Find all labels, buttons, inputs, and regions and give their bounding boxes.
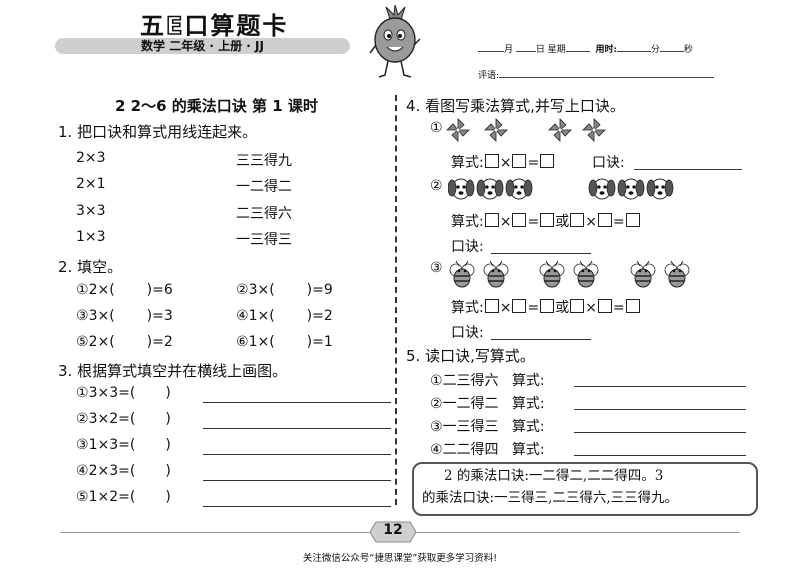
q2-item-4[interactable]: ④1×()=2 bbox=[236, 308, 333, 324]
q4-part1-kou-line[interactable] bbox=[634, 169, 742, 170]
pinwheel-icon-row bbox=[446, 118, 606, 142]
q3-draw-line-1[interactable] bbox=[203, 402, 391, 403]
q1-left-3[interactable]: 1×3 bbox=[76, 229, 106, 245]
q5-item-4: ④二二得四 算式: bbox=[430, 442, 545, 458]
q1-left-1[interactable]: 2×1 bbox=[76, 176, 106, 192]
tip-line-2: 的乘法口诀:一三得三,二三得六,三三得九。 bbox=[422, 490, 679, 506]
q4-part2-formula[interactable]: 算式:×=或×= bbox=[451, 211, 641, 231]
q5-item-2: ②一二得二 算式: bbox=[430, 396, 545, 412]
q2-item-2[interactable]: ②3×()=9 bbox=[236, 282, 333, 298]
subject-banner: 数学 二年级 · 上册 · JJ bbox=[55, 38, 350, 54]
q4-title: 4. 看图写乘法算式,并写上口诀。 bbox=[406, 97, 625, 115]
q2-item-6[interactable]: ⑥1×()=1 bbox=[236, 334, 333, 350]
q5-answer-line-1[interactable] bbox=[574, 386, 746, 387]
weekday-blank[interactable] bbox=[565, 42, 590, 52]
q4-part3-formula[interactable]: 算式:×=或×= bbox=[451, 297, 641, 317]
q5-answer-line-3[interactable] bbox=[574, 432, 746, 433]
q1-left-0[interactable]: 2×3 bbox=[76, 150, 106, 166]
q1-right-1[interactable]: 一二得二 bbox=[236, 179, 292, 195]
q3-draw-line-4[interactable] bbox=[203, 480, 391, 481]
q3-draw-line-2[interactable] bbox=[203, 428, 391, 429]
time-sec-blank[interactable] bbox=[659, 42, 684, 52]
bee-icon-row bbox=[449, 260, 690, 288]
q5-answer-line-4[interactable] bbox=[574, 455, 746, 456]
q4-part2-num: ② bbox=[430, 178, 443, 194]
q1-right-3[interactable]: 一三得三 bbox=[236, 232, 292, 248]
tip-line-1: 2 的乘法口诀:一二得二,二二得四。3 bbox=[444, 468, 664, 484]
lesson-title: 2 2～6 的乘法口诀 第 1 课时 bbox=[115, 97, 318, 115]
q2-title: 2. 填空。 bbox=[58, 258, 123, 276]
q3-item-3[interactable]: ③1×3=() bbox=[76, 437, 171, 453]
q2-item-3[interactable]: ③3×()=3 bbox=[76, 308, 173, 324]
q1-right-0[interactable]: 三三得九 bbox=[236, 153, 292, 169]
q3-item-2[interactable]: ②3×2=() bbox=[76, 411, 171, 427]
q4-part3-kou-line[interactable] bbox=[491, 339, 591, 340]
q1-right-2[interactable]: 二三得六 bbox=[236, 206, 292, 222]
puppy-icon-row bbox=[448, 178, 674, 200]
q1-title: 1. 把口诀和算式用线连起来。 bbox=[58, 123, 258, 141]
q5-answer-line-2[interactable] bbox=[574, 409, 746, 410]
q4-part1-num: ① bbox=[430, 120, 443, 136]
q2-item-1[interactable]: ①2×()=6 bbox=[76, 282, 173, 298]
column-divider bbox=[395, 95, 397, 505]
title-e-letter: E bbox=[165, 11, 185, 41]
comment-line: 评语: bbox=[478, 68, 715, 81]
q5-title: 5. 读口诀,写算式。 bbox=[406, 347, 535, 365]
radish-mascot-icon bbox=[369, 5, 421, 78]
comment-blank[interactable] bbox=[499, 68, 715, 78]
q4-part3-num: ③ bbox=[430, 260, 443, 276]
q5-item-1: ①二三得六 算式: bbox=[430, 373, 545, 389]
tip-box bbox=[412, 462, 758, 516]
q4-part1-kou: 口诀: bbox=[592, 155, 625, 171]
q5-item-3: ③一三得三 算式: bbox=[430, 419, 545, 435]
page-number: 12 bbox=[383, 522, 403, 538]
q3-draw-line-5[interactable] bbox=[203, 506, 391, 507]
q4-part2-kou-line[interactable] bbox=[491, 253, 591, 254]
page-number-badge-icon bbox=[370, 521, 416, 543]
q3-item-1[interactable]: ①3×3=() bbox=[76, 385, 171, 401]
card-title: 五E口算题卡 bbox=[140, 11, 289, 41]
q3-item-4[interactable]: ④2×3=() bbox=[76, 463, 171, 479]
time-min-blank[interactable] bbox=[616, 42, 651, 52]
month-blank[interactable] bbox=[478, 42, 504, 52]
q1-left-2[interactable]: 3×3 bbox=[76, 203, 106, 219]
footer-text: 关注微信公众号“捷思课堂”获取更多学习资料! bbox=[302, 553, 498, 564]
q4-part3-kou: 口诀: bbox=[451, 325, 484, 341]
q4-part1-formula[interactable]: 算式:×= bbox=[451, 152, 555, 172]
q3-item-5[interactable]: ⑤1×2=() bbox=[76, 489, 171, 505]
date-time-line: 月 日 星期 用时:分秒 bbox=[478, 42, 693, 55]
q4-part2-kou: 口诀: bbox=[451, 239, 484, 255]
q3-draw-line-3[interactable] bbox=[203, 454, 391, 455]
q3-title: 3. 根据算式填空并在横线上画图。 bbox=[58, 362, 288, 380]
q2-item-5[interactable]: ⑤2×()=2 bbox=[76, 334, 173, 350]
tip-text: 2 的乘法口诀:一二得二,二二得四。3 的乘法口诀:一三得三,二三得六,三三得九… bbox=[422, 465, 752, 509]
day-blank[interactable] bbox=[515, 42, 536, 52]
